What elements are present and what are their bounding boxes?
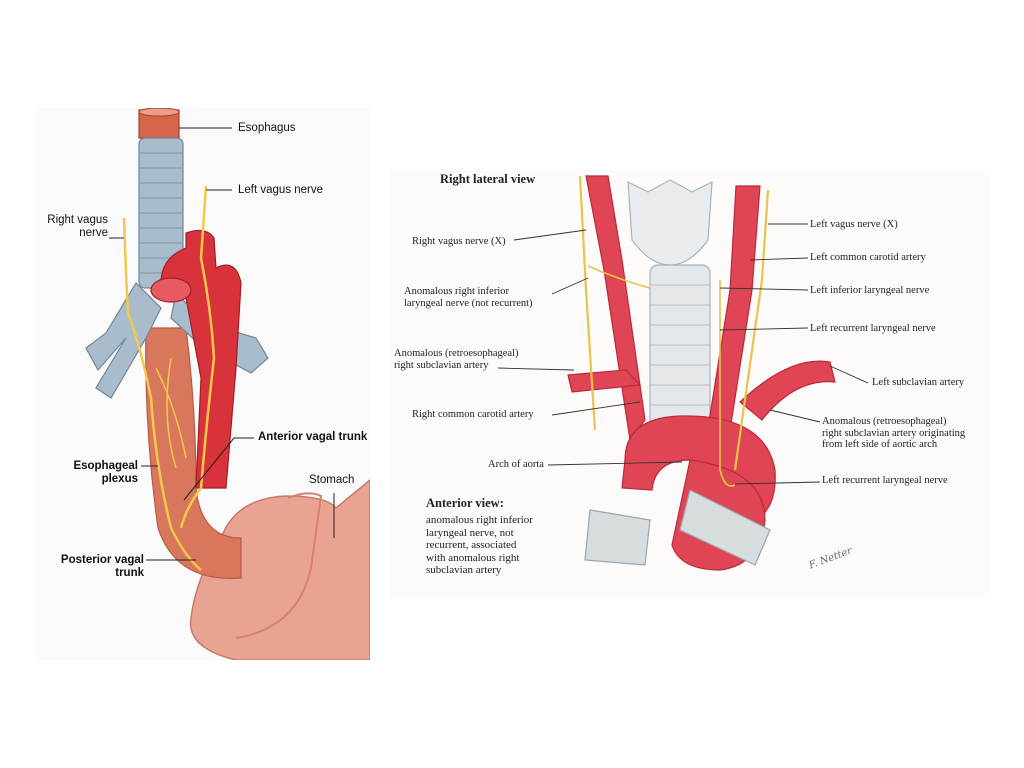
- label-right-common-carotid: Right common carotid artery: [412, 409, 534, 420]
- label-left-vagus-nerve: Left vagus nerve: [238, 184, 324, 196]
- bronchi: [584, 489, 771, 566]
- label-left-recurrent-laryngeal-2: Left recurrent laryngeal nerve: [822, 475, 948, 486]
- label-anomalous-rln: Anomalous right inferior laryngeal nerve…: [404, 286, 533, 309]
- label-arch-of-aorta: Arch of aorta: [488, 459, 544, 470]
- retroesophageal-subclavian: [567, 369, 642, 393]
- label-left-common-carotid: Left common carotid artery: [810, 252, 926, 263]
- label-posterior-vagal-trunk: Posterior vagal trunk: [60, 554, 144, 579]
- anomalous-laryngeal-nerve-diagram: Right lateral view Right vagus nerve (X)…: [390, 170, 990, 598]
- right-illustration: [497, 175, 869, 571]
- esophagus-vagal-diagram: Esophagus Left vagus nerve Right vagus n…: [36, 108, 370, 660]
- label-esophagus: Esophagus: [238, 122, 296, 134]
- right-figure-title: Right lateral view: [440, 172, 536, 186]
- label-left-inferior-laryngeal: Left inferior laryngeal nerve: [810, 285, 930, 296]
- trachea-rings: [139, 152, 183, 274]
- label-esophageal-plexus: Esophageal plexus: [73, 460, 138, 485]
- note-title: Anterior view:: [426, 496, 504, 510]
- label-stomach: Stomach: [309, 474, 355, 486]
- nerves-right: [578, 175, 770, 487]
- esophagus-tube: [145, 327, 242, 580]
- right-leaders-left: [497, 229, 683, 466]
- label-left-recurrent-laryngeal: Left recurrent laryngeal nerve: [810, 323, 936, 334]
- thyroid-cartilage: [627, 179, 713, 266]
- label-right-vagus-nerve-x: Right vagus nerve (X): [412, 236, 506, 247]
- left-illustration: [85, 108, 370, 660]
- label-left-vagus-nerve-x: Left vagus nerve (X): [810, 219, 898, 230]
- label-right-vagus-nerve: Right vagus nerve: [47, 214, 108, 239]
- label-anomalous-origin: Anomalous (retroesophageal) right subcla…: [822, 416, 966, 450]
- stomach-shape: [189, 479, 370, 660]
- right-leaders-right: [719, 223, 869, 485]
- label-anomalous-subclavian: Anomalous (retroesophageal) right subcla…: [394, 348, 519, 371]
- vagus-nerves: [122, 185, 216, 571]
- label-left-subclavian: Left subclavian artery: [872, 377, 965, 388]
- left-subclavian: [739, 360, 836, 421]
- note-body: anomalous right inferior laryngeal nerve…: [426, 514, 533, 576]
- aortic-arch: [150, 229, 242, 489]
- left-leaders: [109, 127, 335, 561]
- label-anterior-vagal-trunk: Anterior vagal trunk: [258, 431, 368, 443]
